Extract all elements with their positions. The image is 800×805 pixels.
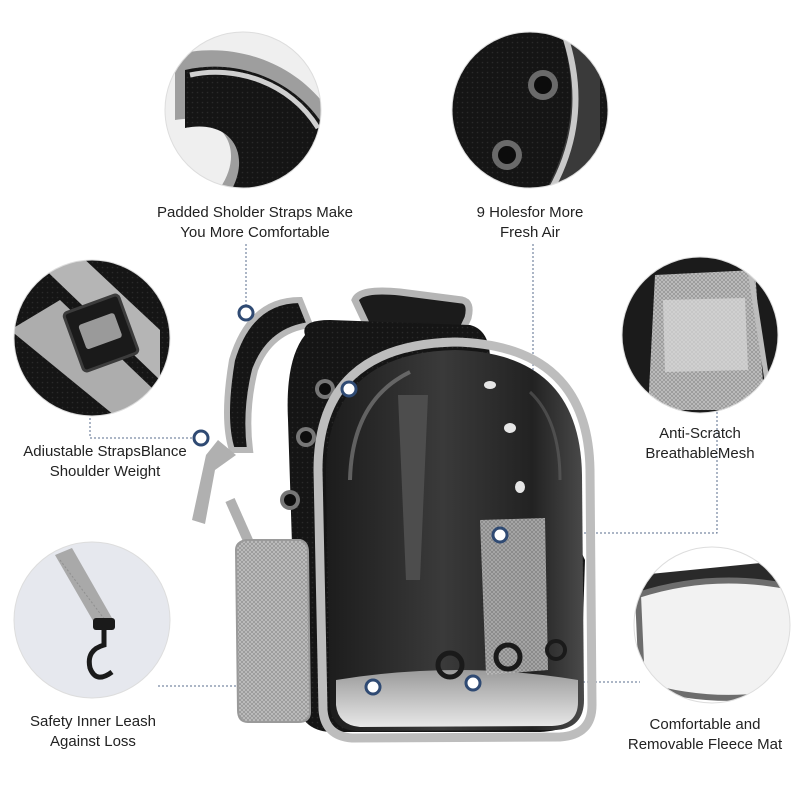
callout-holes-line1: 9 Holesfor More — [476, 204, 584, 221]
callout-adjustable-straps-line2: Shoulder Weight — [49, 463, 161, 480]
marker-dot-adjust — [192, 429, 210, 447]
marker-dot-straps — [237, 304, 255, 322]
callout-adjustable-straps: Adiustable StrapsBlance Shoulder Weight — [10, 442, 200, 482]
callout-fleece-line1: Comfortable and — [649, 716, 761, 733]
detail-fleece-image — [634, 547, 790, 703]
callout-fleece: Comfortable and Removable Fleece Mat — [615, 715, 795, 755]
callout-mesh-line1: Anti-Scratch — [659, 425, 741, 442]
marker-dot-mesh — [491, 526, 509, 544]
callout-mesh: Anti-Scratch BreathableMesh — [625, 424, 775, 464]
marker-dot-holes — [340, 380, 358, 398]
detail-padded-straps-image — [165, 32, 321, 188]
callout-holes: 9 Holesfor More Fresh Air — [440, 203, 620, 243]
callout-leash-line1: Safety Inner Leash — [30, 713, 156, 730]
callout-leash-line2: Against Loss — [50, 733, 136, 750]
callout-padded-straps: Padded Sholder Straps Make You More Comf… — [145, 203, 365, 243]
detail-leash-image — [14, 542, 170, 698]
callout-fleece-line2: Removable Fleece Mat — [627, 736, 783, 753]
detail-mesh-image — [622, 257, 778, 413]
marker-dot-leash — [364, 678, 382, 696]
callout-padded-straps-line1: Padded Sholder Straps Make — [157, 204, 353, 221]
backpack-illustration — [192, 287, 597, 743]
callout-holes-line2: Fresh Air — [499, 224, 560, 241]
callout-padded-straps-line2: You More Comfortable — [180, 224, 330, 241]
callout-leash: Safety Inner Leash Against Loss — [18, 712, 168, 752]
callout-adjustable-straps-line1: Adiustable StrapsBlance — [23, 443, 187, 460]
marker-dot-fleece — [464, 674, 482, 692]
detail-holes-image — [452, 32, 608, 188]
detail-adjustable-straps-image — [14, 260, 170, 416]
callout-markers — [192, 304, 509, 696]
callout-mesh-line2: BreathableMesh — [645, 445, 755, 462]
